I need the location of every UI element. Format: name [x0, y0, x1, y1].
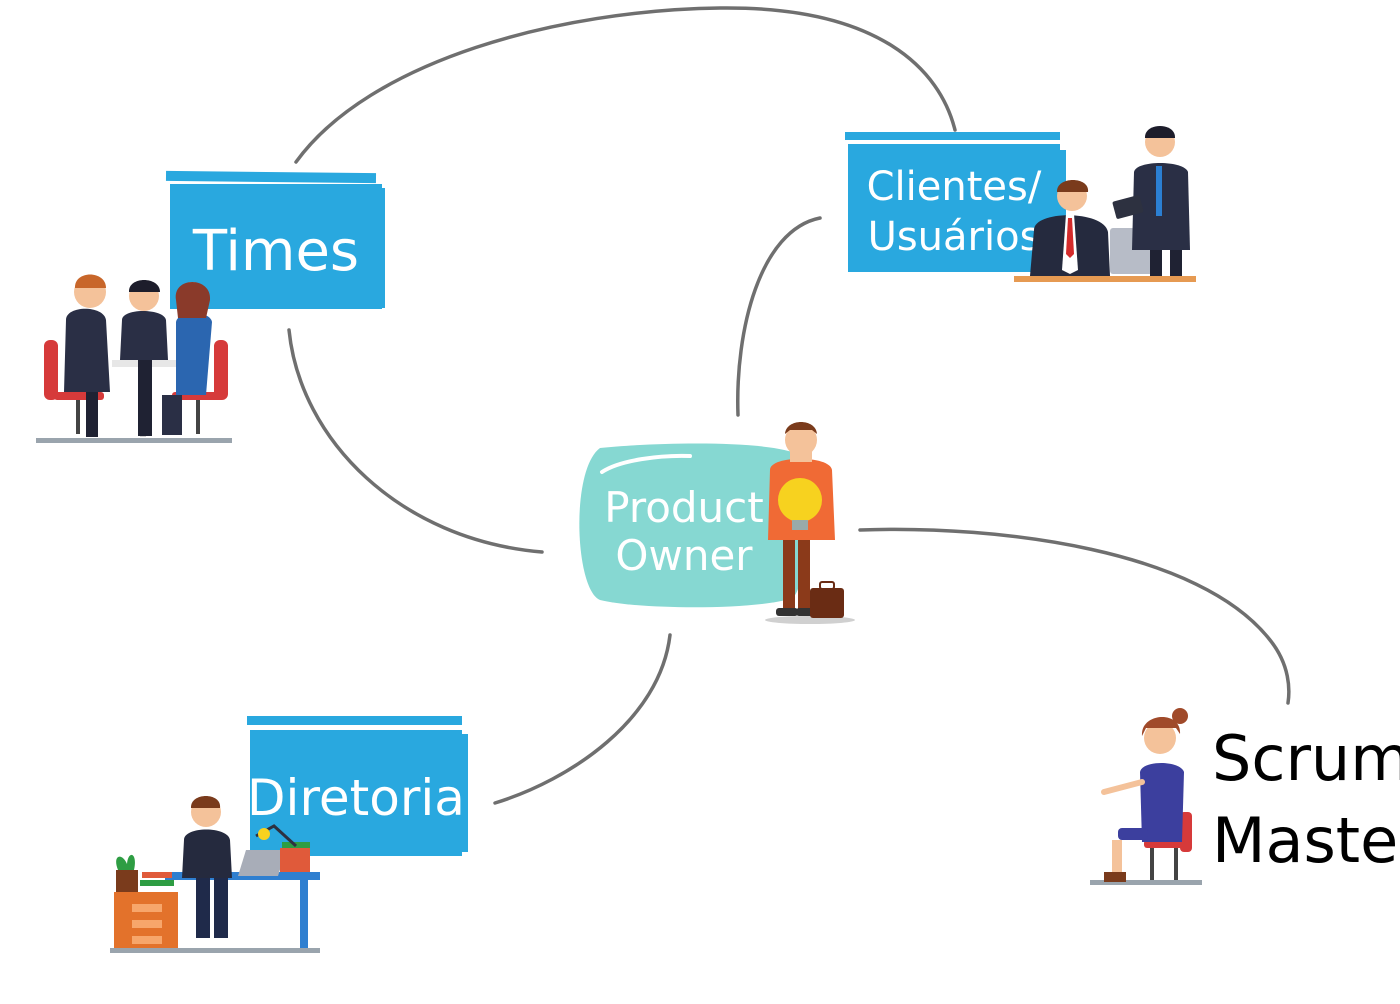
clientes-label-line2: Usuários	[868, 214, 1041, 260]
connector-times-po	[287, 328, 544, 554]
business-clients-illustration	[1014, 126, 1196, 282]
diretoria-node: Diretoria	[247, 716, 468, 856]
scrum-master-label-line1: Scrum	[1212, 722, 1400, 795]
product-owner-with-lightbulb-illustration	[765, 422, 855, 624]
times-node: Times	[165, 170, 385, 309]
connectors	[287, 6, 1291, 805]
connector-po-scrum	[858, 527, 1291, 705]
po-label-line1: Product	[604, 483, 763, 532]
scrum-master-label-line2: Master	[1212, 804, 1400, 877]
connector-times-clientes	[294, 6, 957, 164]
clientes-label-line1: Clientes/	[867, 164, 1042, 210]
diretoria-label: Diretoria	[247, 769, 465, 827]
scrum-master-seated-illustration	[1090, 708, 1202, 885]
po-label-line2: Owner	[615, 531, 753, 580]
scrum-master-node: Scrum Master	[1212, 722, 1400, 877]
clientes-node: Clientes/ Usuários	[845, 132, 1066, 272]
connector-po-diretoria	[493, 633, 672, 805]
connector-clientes-po	[736, 216, 822, 417]
executive-at-desk-illustration	[110, 796, 320, 953]
team-meeting-illustration	[36, 274, 232, 443]
times-label: Times	[192, 219, 359, 284]
product-owner-node: Product Owner	[579, 443, 809, 608]
